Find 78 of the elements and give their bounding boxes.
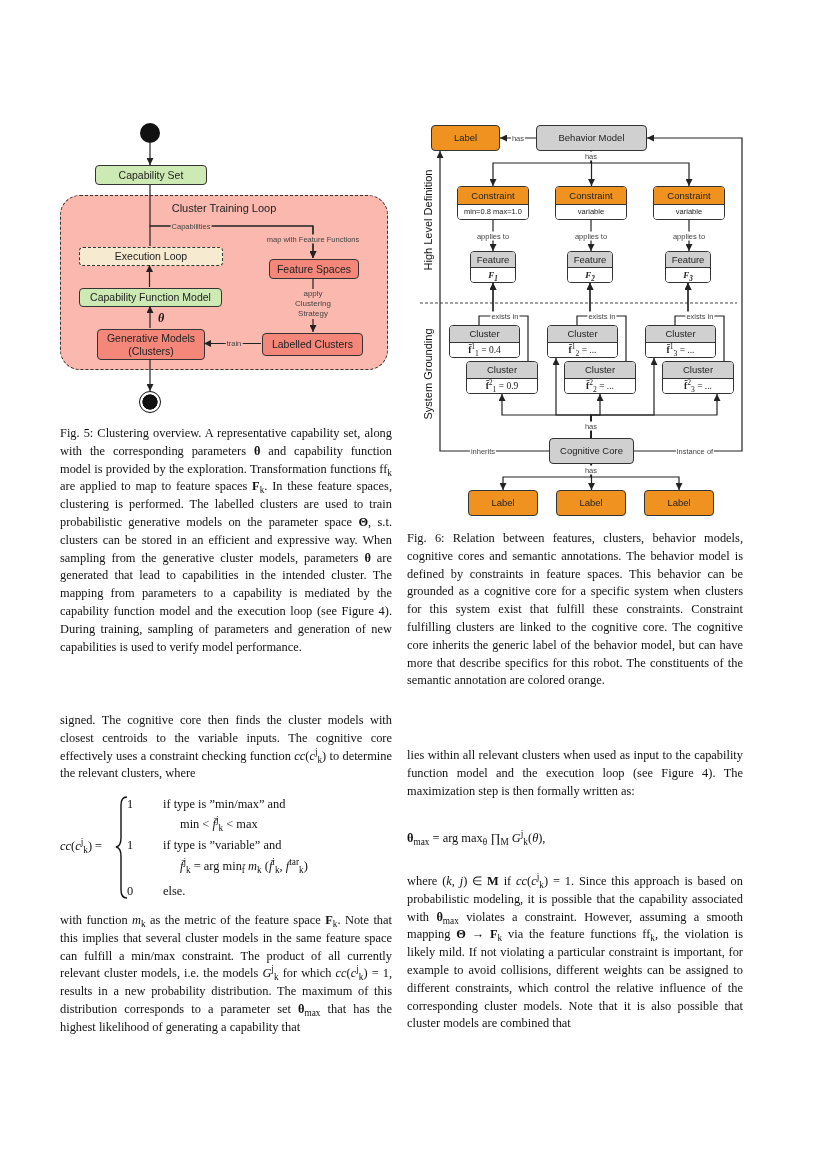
body-text: lies within all relevant clusters when used as input to the capability function model and the execution loop (see Figure 4). The maximization step is then formally written as: [407,747,743,800]
cluster-box [645,325,716,358]
math-formula: θ$_{max}$ = arg max$_{θ}$ ∏$_{M}$ G$^{j}$$_{k}$(θ), [407,830,546,848]
cluster-header: Cluster [450,326,519,343]
box-text: Execution Loop [114,250,188,263]
constraint-box [555,186,627,220]
cluster-box [662,361,734,394]
math-formula: f̄$^{j}$$_{k}$ = arg min$_{f̄}$ m$_{k}$ (f̄$^{i}$$_{k}$, f$^{tar}$$_{k}$) [180,858,308,876]
body-text: with function m$_{k}$ as the metric of the feature space F$_{k}$. Note that this implies that several cluster models in the same feature space can fulfill a min/max constraint. The product of all currently relevant cluster models, i.e. the models G$^{j}$$_{k}$ for which cc(c$^{j}$$_{k}$) = 1, results in a new probability distribution. The maximum of this distribution corresponds to a parameter set θ$_{max}$ that has the highest likelihood of generating a capability that [60,912,392,1036]
class-box [536,125,647,151]
label-box [468,490,538,516]
process-box [79,288,222,307]
math-formula: cc(c$^{j}$$_{k}$) = [60,838,103,856]
box-text: Label [491,497,515,509]
math-formula: min < f̄$^{j}$$_{k}$ < max [180,816,258,834]
arrow [146,142,154,166]
feature-box [567,251,613,283]
process-box [269,259,359,279]
math-formula: if type is ”min/max” and [163,796,286,813]
math-formula: 0 [127,883,134,900]
constraint-header: Constraint [556,187,626,205]
math-formula: 1 [127,837,134,854]
cluster-header: Cluster [548,326,617,343]
body-text: where (k, j) ∈ M if cc(c$^{j}$$_{k}$) = 1. Since this approach is based on probabilistic modeling, it is possible that the capability associated with θ$_{max}$ violates a constraint. However, assuming a smooth mapping Θ → F$_{k}$ via the feature functions ff$_{k}$, the violation is likely mild. If not violating a particular constraint is important, for example to avoid collisions, different weights can be assigned to different constraints, which control the relative influence of the corresponding cluster models. Note that it is also possible that cluster models are combined that [407,873,743,1033]
figure-caption: Fig. 5: Clustering overview. A representative capability set, along with the corresponding parameters θ and capability function model is provided by the exploration. Transformation functions ff$_{k}$ are applied to map to feature spaces F$_{k}$. In these feature spaces, clustering is performed. The labelled clusters are used to train probabilistic generative models on the parameter space Θ, s.t. clusters can be stored in an efficient and expressive way. When sampling from the generative cluster models, parameters θ are generated that lead to capabilities in the intended cluster. The mapping from parameters to a capability is mediated by the capability function model and the execution loop (see Figure 4). During training, sampling of parameters and generation of new capabilities is used to verify model performance. [60,425,392,656]
start-node [140,123,160,143]
math-formula: if type is ”variable” and [163,837,282,854]
feature-header: Feature [568,252,612,268]
end-node [139,391,161,413]
arrow [146,358,154,392]
feature-header: Feature [666,252,710,268]
cluster-header: Cluster [467,362,537,379]
cluster-box [449,325,520,358]
math-formula: else. [163,883,186,900]
box-text: Feature Spaces [276,262,352,276]
constraint-header: Constraint [458,187,528,205]
box-text: Labelled Clusters [271,338,354,351]
body-text: signed. The cognitive core then finds the cluster models with closest centroids to the variable inputs. The cognitive core effectively uses a constraint checking function cc(c$^{j}$$_{k}$) to determine the relevant clusters, where [60,712,392,783]
box-text: Label [667,497,691,509]
loop-box [79,247,223,266]
label-box [431,125,500,151]
process-box [95,165,207,185]
edge-label: θ [156,311,166,325]
box-text: Generative Models (Clusters) [105,332,197,357]
cluster-header: Cluster [663,362,733,379]
label-box [644,490,714,516]
box-text: Label [453,132,478,144]
math-formula: 1 [127,796,134,813]
container-title: Cluster Training Loop [170,202,278,214]
arrow [146,305,154,329]
process-box [97,329,205,360]
box-text: Cognitive Core [560,445,623,457]
cluster-header: Cluster [646,326,715,343]
box-text: Capability Function Model [90,291,211,304]
arrow [436,150,550,452]
arrow [146,264,153,288]
box-text: Behavior Model [558,132,625,144]
constraint-header: Constraint [654,187,724,205]
process-box [262,333,363,356]
cluster-header: Cluster [565,362,635,379]
figure-caption: Fig. 6: Relation between features, clusters, behavior models, cognitive cores and semantic annotations. The behavior model is defined by constraints in feature spaces. This behavior can be grounded as a cognitive core for a specific system when clusters for this system exist that fulfill these constraints. Constraint fulfilling clusters are linked to the cognitive core. The cognitive core inherits the generic label of the behavior model, but can have more that describe specifics for this robot. The constituents of the semantic annotation are colored orange. [407,530,743,690]
section-label: System Grounding [421,327,435,422]
arrow [590,463,683,491]
loop-container [60,195,388,370]
feature-box [665,251,711,283]
cluster-box [547,325,618,358]
feature-header: Feature [471,252,515,268]
constraint-box [653,186,725,220]
box-text: Capability Set [118,168,184,182]
label-box [556,490,626,516]
cluster-box [466,361,538,394]
section-label: High Level Definition [421,168,435,273]
feature-box [470,251,516,283]
arrow [633,134,743,452]
cluster-box [564,361,636,394]
box-text: Label [579,497,603,509]
constraint-box [457,186,529,220]
class-box [549,438,634,464]
